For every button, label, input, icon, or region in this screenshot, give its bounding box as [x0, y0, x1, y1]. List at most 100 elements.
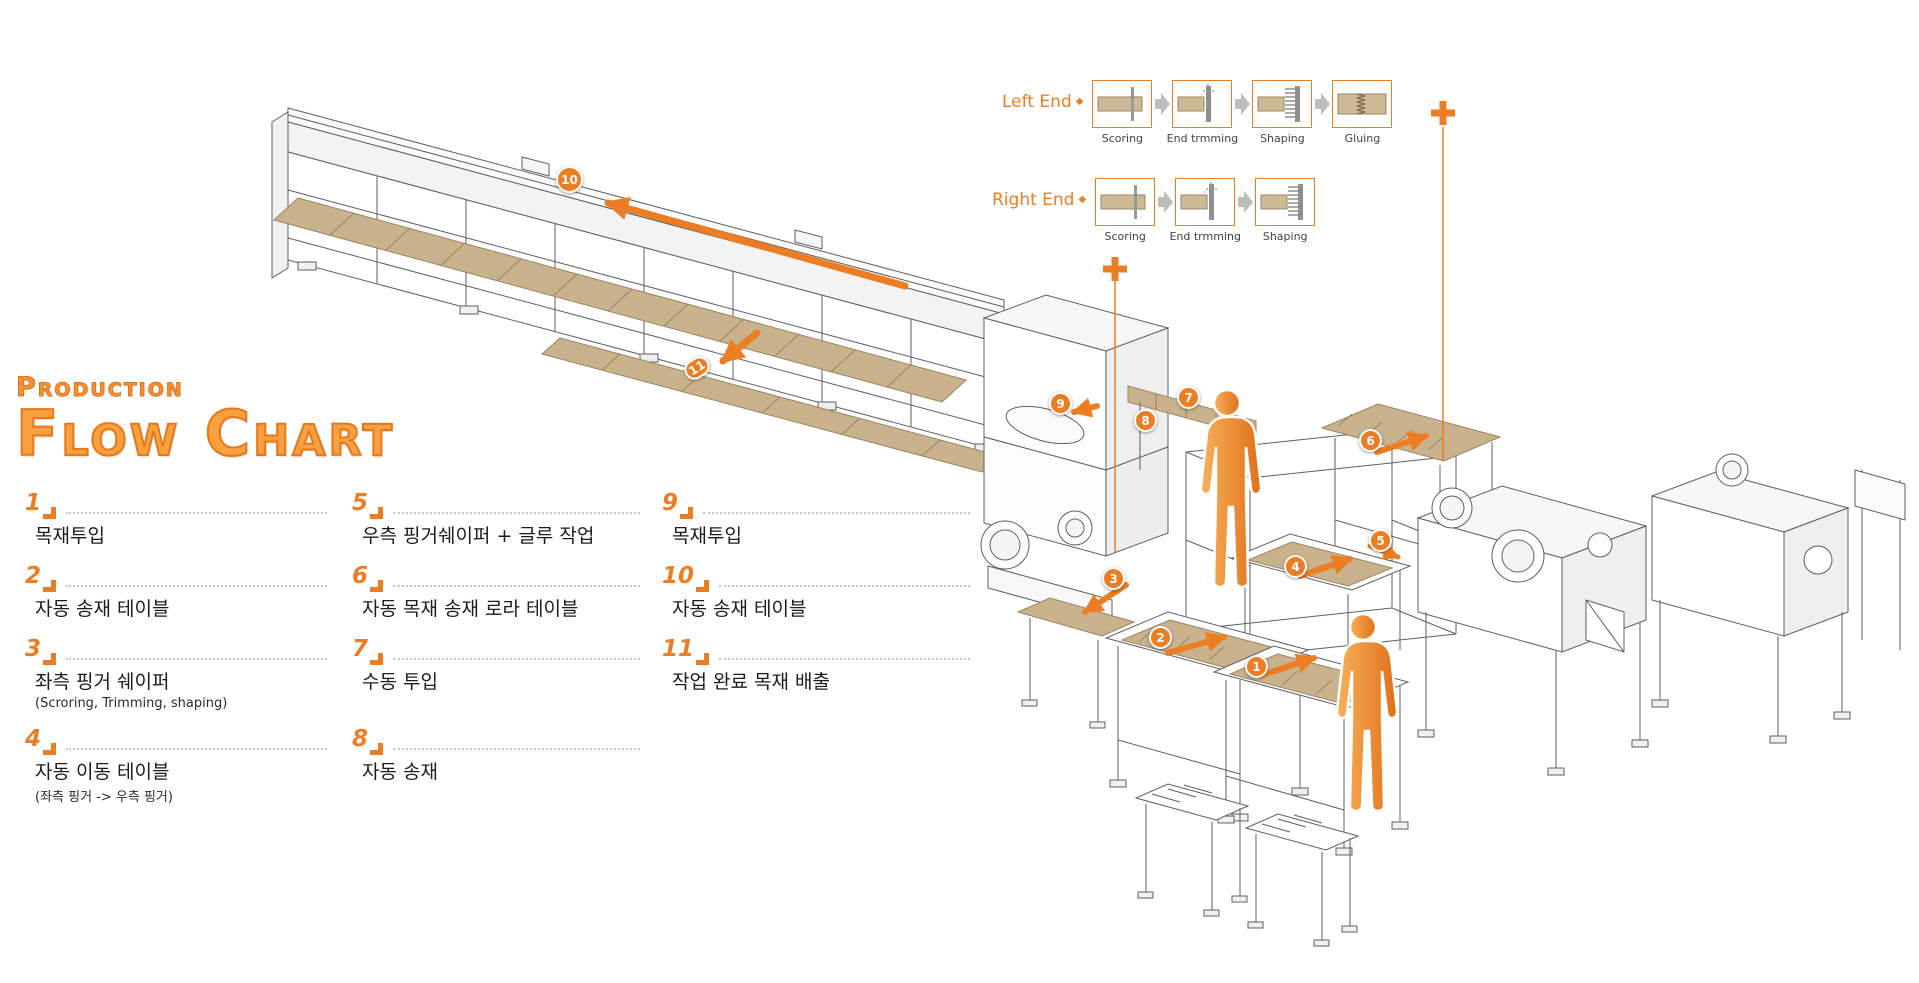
diamond-icon: ◆ — [1075, 96, 1084, 107]
process-step-label: Scoring — [1101, 132, 1144, 145]
legend-bracket-icon — [370, 507, 384, 519]
page-title: Production Flow Chart — [15, 372, 396, 470]
worker-figure — [1335, 612, 1399, 813]
legend-item-11: 11 작업 완료 목재 배출 — [662, 638, 970, 694]
legend-dotted-line — [393, 585, 640, 587]
legend-dotted-line — [66, 585, 327, 587]
diagram-badge-5: 5 — [1369, 529, 1392, 552]
legend-dotted-line — [66, 658, 327, 660]
legend-number: 9 — [662, 490, 679, 516]
legend-bracket-icon — [696, 653, 710, 665]
legend-bracket-icon — [370, 743, 384, 755]
legend-dotted-line — [703, 512, 970, 514]
legend-column-3: 9 목재투입 10 자동 송재 테이블 11 작업 완료 목재 배출 — [662, 492, 970, 711]
right-end-title-text: Right End — [992, 190, 1075, 210]
roller-stands — [1134, 783, 1360, 947]
process-step-end-trimming: End trmming — [1167, 80, 1238, 145]
legend-number: 4 — [25, 726, 42, 752]
end-trimming-diagram — [1172, 80, 1233, 128]
legend-number: 3 — [25, 636, 42, 662]
left-end-process-panel: Left End ◆ Scoring — [1002, 80, 1393, 145]
legend-label: 작업 완료 목재 배출 — [672, 671, 830, 693]
legend-number: 7 — [352, 636, 369, 662]
legend-label: 자동 송재 테이블 — [35, 598, 170, 620]
gluing-diagram — [1332, 80, 1393, 128]
step-arrow-icon — [1313, 80, 1331, 128]
left-end-title-text: Left End — [1002, 92, 1072, 112]
scoring-icon — [1097, 87, 1143, 121]
diagram-badge-10: 10 — [556, 166, 583, 193]
legend-item-9: 9 목재투입 — [662, 492, 970, 548]
shaping-diagram — [1252, 80, 1313, 128]
legend-item-5: 5 우측 핑거쉐이퍼 + 글루 작업 — [352, 492, 640, 548]
legend-label: 자동 송재 — [362, 761, 438, 783]
scoring-icon — [1100, 185, 1146, 219]
process-step-label: Shaping — [1260, 132, 1305, 145]
legend-number: 6 — [352, 563, 369, 589]
right-end-process-panel: Right End ◆ Scoring — [992, 178, 1316, 243]
legend-dotted-line — [393, 748, 640, 750]
legend-dotted-line — [393, 658, 640, 660]
flow-arrows — [604, 196, 1429, 678]
legend-bracket-icon — [680, 507, 694, 519]
diagram-badge-4: 4 — [1284, 555, 1307, 578]
diagram-badge-3: 3 — [1102, 567, 1125, 590]
process-step-end-trimming: End trmming — [1169, 178, 1241, 243]
process-step-label: Scoring — [1104, 230, 1146, 243]
legend-bracket-icon — [43, 507, 57, 519]
legend-number: 11 — [662, 636, 695, 662]
left-end-title: Left End ◆ — [1002, 92, 1083, 112]
process-step-gluing: Gluing — [1331, 80, 1393, 145]
legend-dotted-line — [66, 748, 327, 750]
scoring-diagram — [1092, 80, 1153, 128]
process-connector-lines — [1114, 127, 1444, 552]
legend-sublabel: (Scroring, Trimming, shaping) — [35, 696, 228, 711]
legend-bracket-icon — [43, 580, 57, 592]
legend-bracket-icon — [43, 743, 57, 755]
shaping-diagram — [1255, 178, 1316, 226]
process-step-label: Shaping — [1262, 230, 1308, 243]
shaping-icon — [1260, 184, 1304, 220]
title-eyebrow: Production — [15, 372, 184, 404]
plus-marker-icon — [1103, 101, 1455, 281]
diamond-icon: ◆ — [1078, 194, 1087, 205]
wood-planks-long-machine — [272, 197, 1002, 473]
legend-sublabel: (좌측 핑거 -> 우측 핑거) — [35, 790, 173, 805]
legend-item-7: 7 수동 투입 — [352, 638, 640, 694]
end-trimming-icon — [1180, 182, 1218, 220]
legend-item-6: 6 자동 목재 송재 로라 테이블 — [352, 565, 640, 621]
legend-dotted-line — [719, 585, 970, 587]
end-trimming-icon — [1177, 84, 1215, 122]
title-main: Flow Chart — [15, 397, 396, 470]
legend-dotted-line — [393, 512, 640, 514]
legend-label: 자동 이동 테이블 — [35, 761, 170, 783]
legend-column-2: 5 우측 핑거쉐이퍼 + 글루 작업 6 자동 목재 송재 로라 테이블 7 수… — [352, 492, 640, 801]
legend-dotted-line — [66, 512, 327, 514]
step-arrow-icon — [1236, 178, 1254, 226]
legend-label: 자동 목재 송재 로라 테이블 — [362, 598, 579, 620]
diagram-badge-9: 9 — [1049, 392, 1072, 415]
left-side-table — [1016, 597, 1136, 729]
legend-bracket-icon — [696, 580, 710, 592]
right-shaper-unit — [1416, 453, 1906, 776]
legend-column-1: 1 목재투입 2 자동 송재 테이블 3 좌측 핑거 쉐이퍼 (Scroring… — [25, 492, 327, 822]
gluing-icon — [1337, 93, 1387, 115]
legend-number: 2 — [25, 563, 42, 589]
step-arrow-icon — [1156, 178, 1174, 226]
step-arrow-icon — [1233, 80, 1251, 128]
scoring-diagram — [1095, 178, 1156, 226]
legend-label: 수동 투입 — [362, 671, 438, 693]
legend-bracket-icon — [370, 653, 384, 665]
process-step-scoring: Scoring — [1091, 80, 1153, 145]
right-end-title: Right End ◆ — [992, 190, 1086, 210]
legend-label: 자동 송재 테이블 — [672, 598, 807, 620]
legend-label: 목재투입 — [672, 525, 742, 547]
diagram-badge-7: 7 — [1177, 386, 1200, 409]
legend-item-2: 2 자동 송재 테이블 — [25, 565, 327, 621]
process-step-label: Gluing — [1344, 132, 1381, 145]
legend-number: 8 — [352, 726, 369, 752]
process-step-shaping: Shaping — [1254, 178, 1316, 243]
process-step-shaping: Shaping — [1251, 80, 1313, 145]
end-trimming-diagram — [1175, 178, 1236, 226]
